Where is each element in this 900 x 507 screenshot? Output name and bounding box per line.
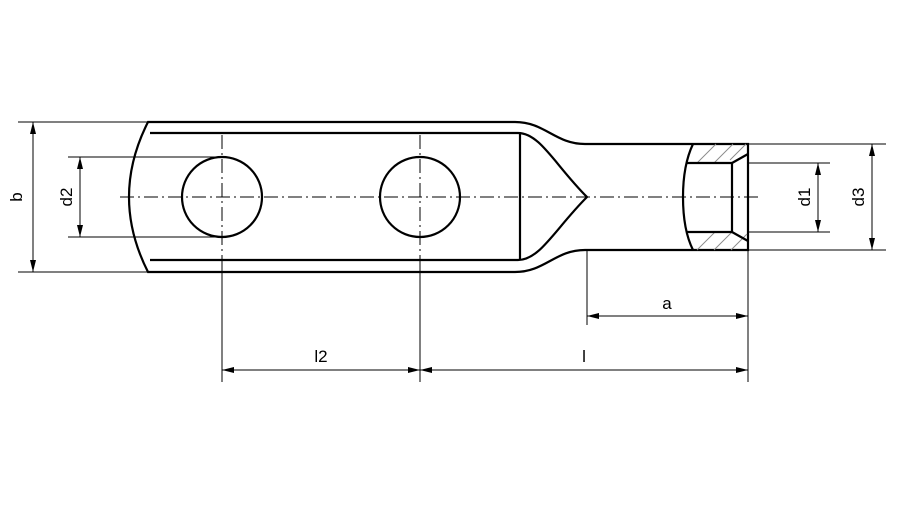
label-d3: d3 [849, 188, 868, 207]
label-b: b [7, 192, 26, 201]
center-lines [120, 135, 760, 260]
bore-section [681, 143, 749, 251]
label-a: a [662, 294, 672, 313]
label-l2: l2 [314, 347, 327, 366]
label-d1: d1 [795, 188, 814, 207]
label-d2: d2 [57, 188, 76, 207]
label-l: l [582, 347, 586, 366]
dimensions: b d2 d1 d3 a l2 l [7, 121, 886, 382]
